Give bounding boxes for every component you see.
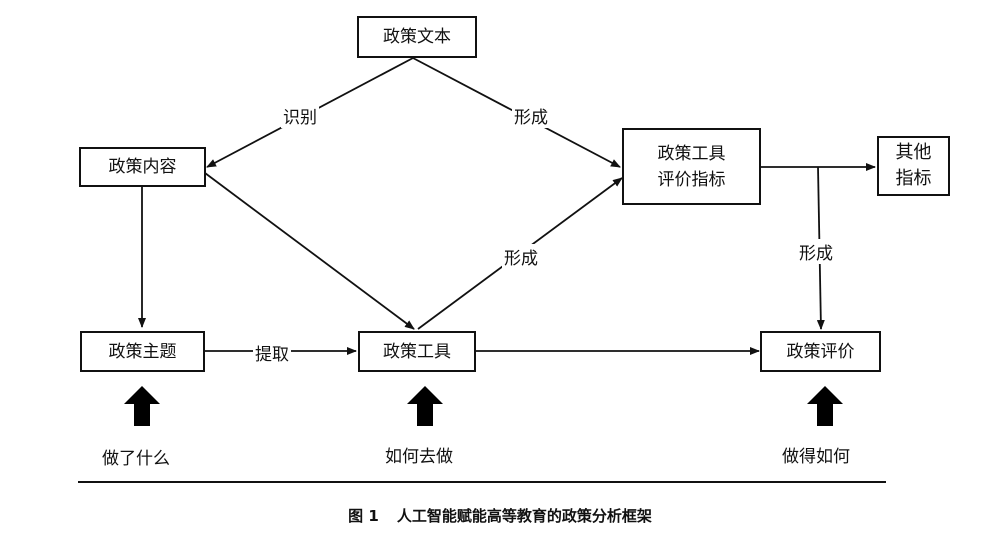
node-policy-theme: 政策主题 [80,331,205,372]
node-policy-evaluation: 政策评价 [760,331,881,372]
up-arrow-icon [807,386,843,426]
node-policy-tool: 政策工具 [358,331,476,372]
node-policy-tool-indicators: 政策工具 评价指标 [622,128,761,205]
divider-rule [78,481,886,483]
caption-what: 做了什么 [102,449,170,469]
figure-number: 图 1 [348,507,379,525]
up-arrow-icon [124,386,160,426]
figure-caption: 图 1 人工智能赋能高等教育的政策分析框架 [0,505,1000,526]
edge-label-form-mid: 形成 [502,244,540,269]
node-other-indicators: 其他 指标 [877,136,950,196]
edge-label-form-top: 形成 [512,103,550,128]
node-policy-content: 政策内容 [79,147,206,187]
edge-label-form-right: 形成 [797,239,835,264]
edge-label-extract: 提取 [253,340,291,365]
edge-label-identify: 识别 [281,103,319,128]
up-arrow-icon [407,386,443,426]
node-policy-text: 政策文本 [357,16,477,58]
caption-how: 如何去做 [385,447,453,467]
edge-content-to-tool [204,172,415,330]
caption-how-well: 做得如何 [782,447,850,467]
figure-title: 人工智能赋能高等教育的政策分析框架 [396,507,652,525]
